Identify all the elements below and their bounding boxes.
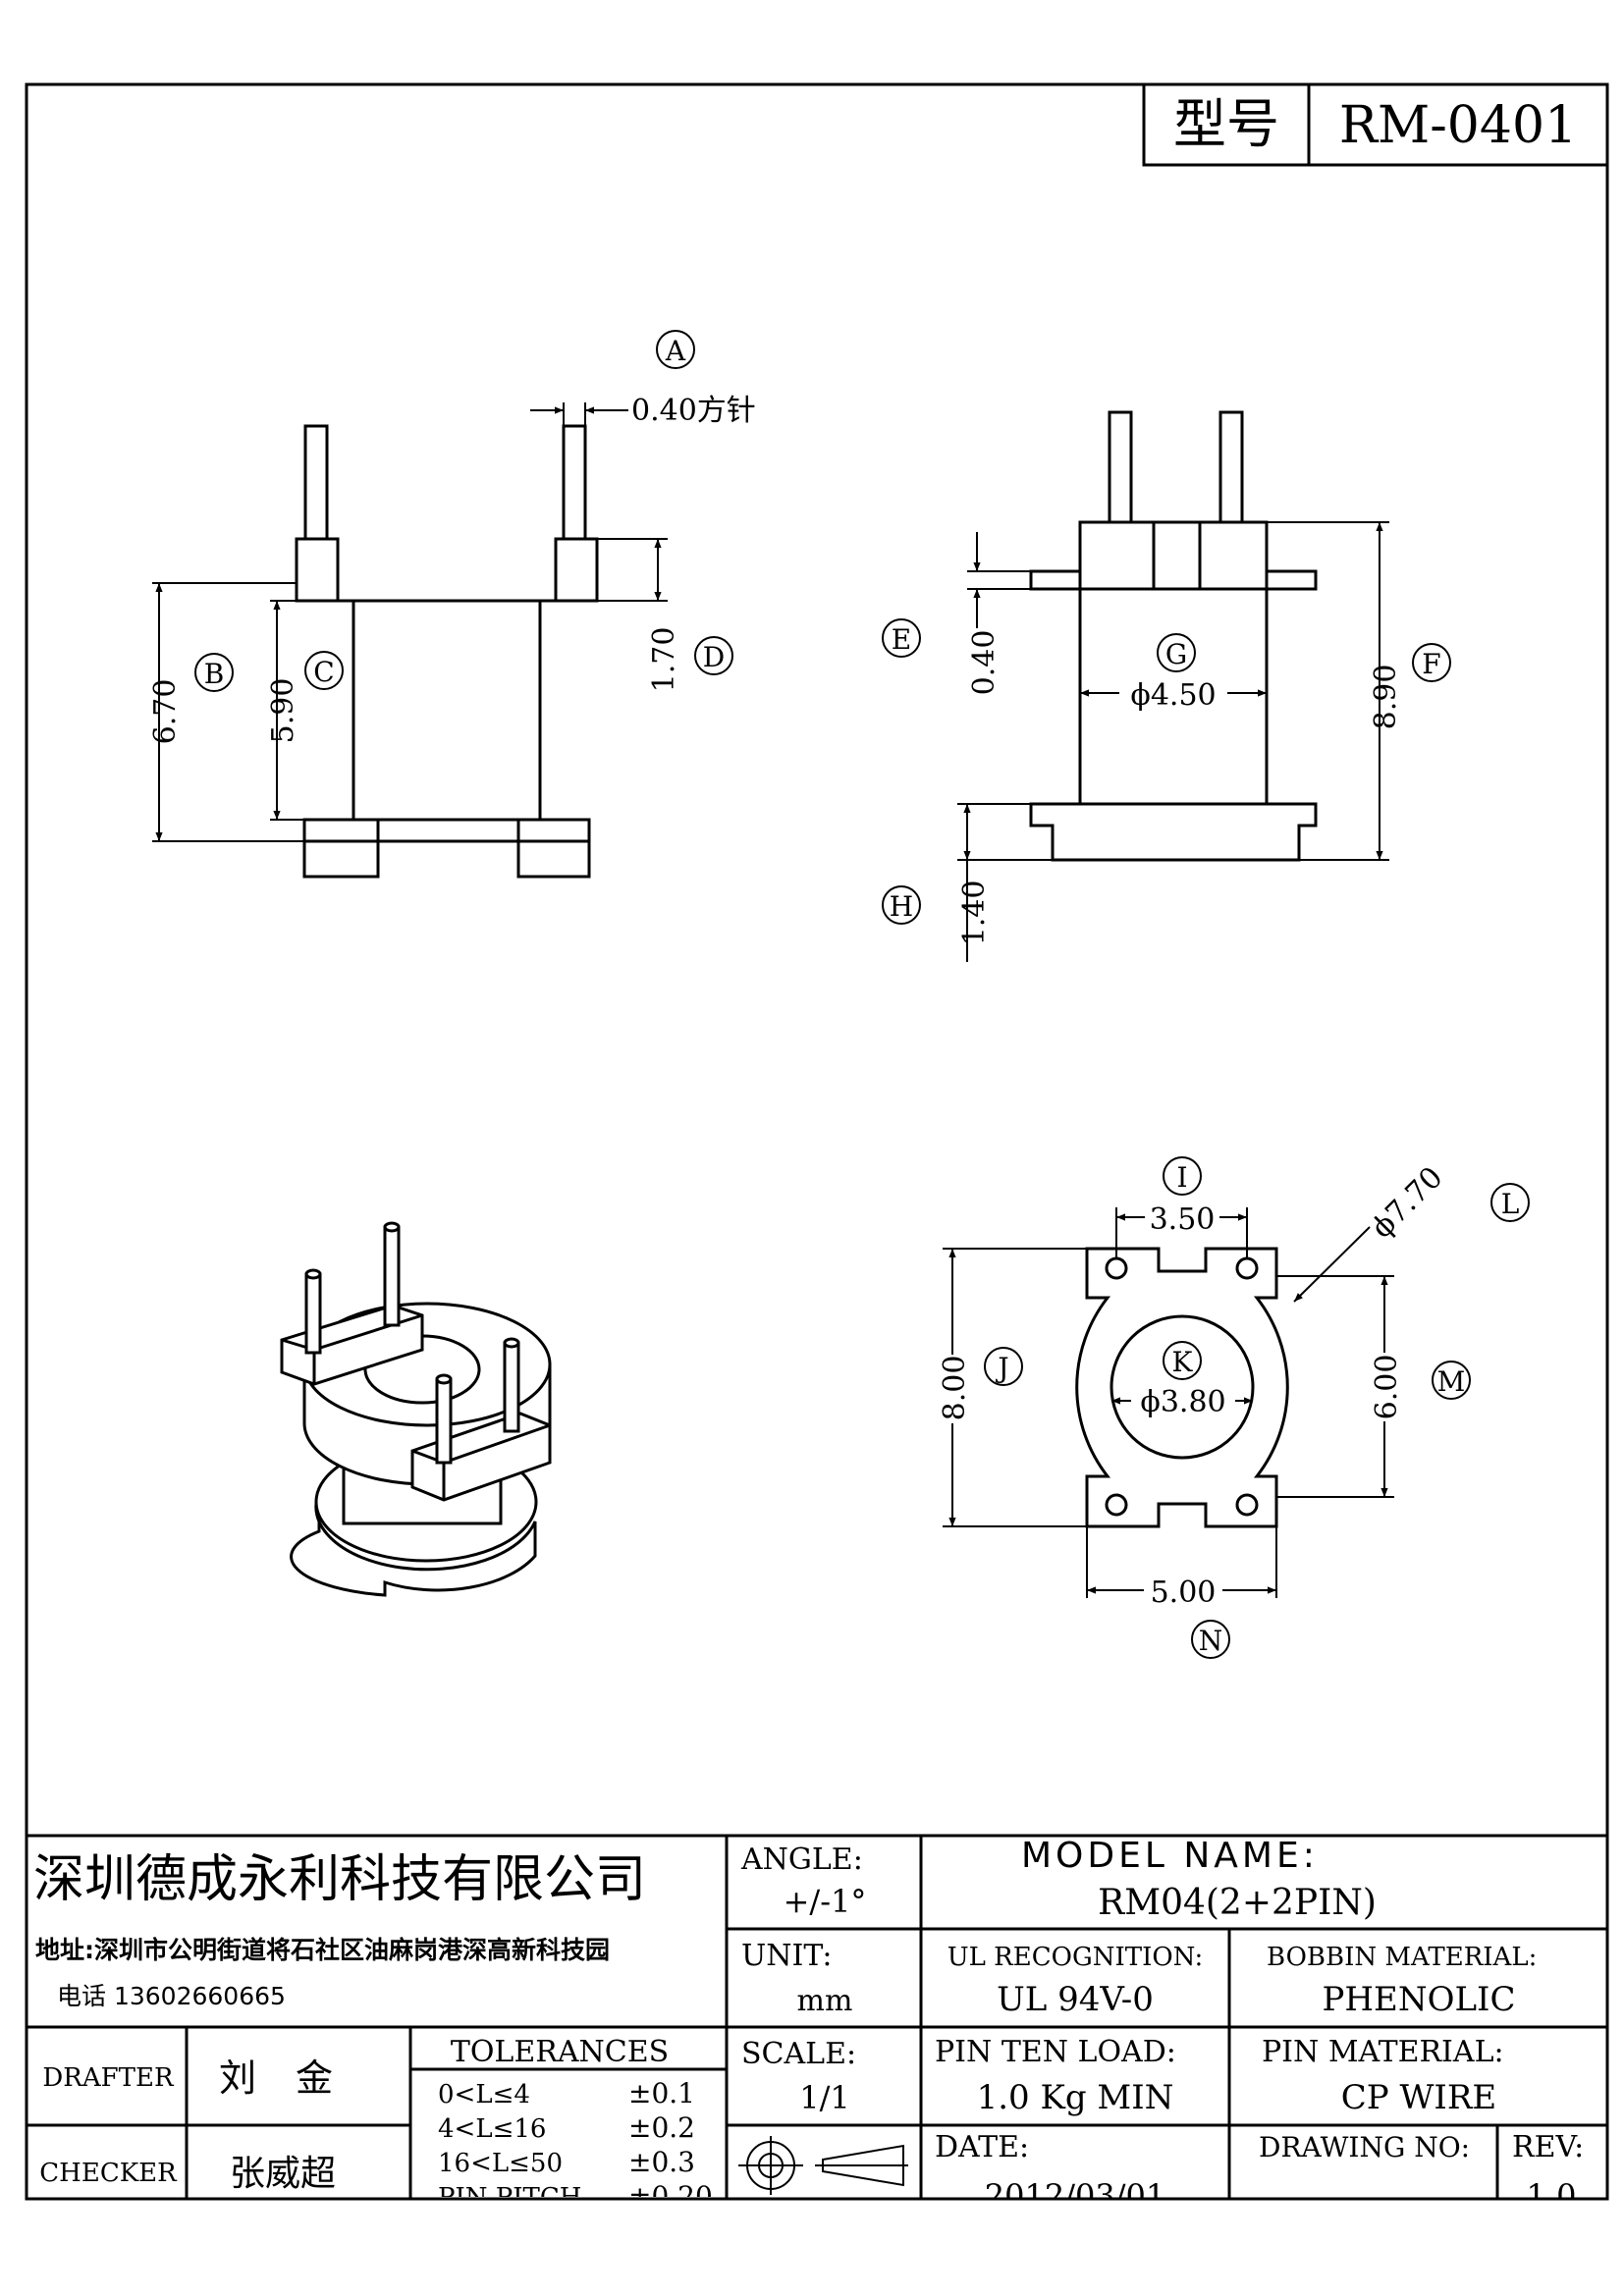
- callout-l: L: [1490, 1183, 1530, 1222]
- callout-h: H: [882, 885, 921, 925]
- ul-value: UL 94V-0: [997, 1980, 1154, 2019]
- model-box: 型号 RM-0401: [1142, 82, 1609, 167]
- svg-text:J: J: [995, 1352, 1008, 1384]
- dim-b-value: 6.70: [148, 679, 183, 745]
- svg-text:A: A: [665, 335, 686, 367]
- svg-text:H: H: [890, 890, 913, 923]
- svg-text:B: B: [204, 658, 225, 690]
- drafter-name: 刘 金: [219, 2056, 347, 2100]
- dim-m-value: 6.00: [1370, 1355, 1404, 1420]
- dim-l-value: ϕ7.70: [1365, 1160, 1449, 1245]
- bobbin-value: PHENOLIC: [1323, 1980, 1516, 2019]
- angle-value: +/-1°: [784, 1883, 867, 1920]
- dim-d-value: 1.70: [647, 627, 681, 693]
- ul-label: UL RECOGNITION:: [947, 1943, 1204, 1972]
- tolerance-value: ±0.2: [628, 2111, 695, 2144]
- callout-n: N: [1191, 1620, 1230, 1659]
- tolerances-label: TOLERANCES: [451, 2035, 669, 2069]
- svg-text:L: L: [1501, 1188, 1520, 1220]
- dim-j-value: 8.00: [938, 1356, 972, 1421]
- dim-n-value: 5.00: [1151, 1575, 1217, 1610]
- svg-text:F: F: [1422, 648, 1440, 680]
- checker-label: CHECKER: [39, 2159, 178, 2188]
- drawing-no-label: DRAWING NO:: [1259, 2131, 1470, 2163]
- dim-g-value: ϕ4.50: [1130, 678, 1216, 713]
- angle-label: ANGLE:: [740, 1842, 863, 1877]
- svg-text:M: M: [1437, 1365, 1466, 1398]
- callout-a: A: [656, 330, 695, 369]
- dim-h-value: 1.40: [957, 881, 992, 946]
- callout-f: F: [1412, 643, 1451, 682]
- dim-f-value: 8.90: [1369, 665, 1403, 730]
- checker-name: 张威超: [230, 2154, 336, 2194]
- callout-m: M: [1432, 1361, 1471, 1400]
- tolerance-range: 16<L≤50: [438, 2149, 563, 2178]
- svg-text:G: G: [1165, 638, 1187, 670]
- callout-k: K: [1163, 1341, 1202, 1380]
- title-block: 深圳德成永利科技有限公司 地址:深圳市公明街道将石社区油麻岗港深高新科技园 电话…: [27, 1834, 1607, 2215]
- svg-text:D: D: [703, 641, 725, 673]
- date-value: 2012/03/01: [985, 2177, 1165, 2215]
- tolerance-value: ±0.1: [628, 2077, 695, 2109]
- callout-e: E: [882, 618, 921, 658]
- svg-text:N: N: [1199, 1625, 1223, 1657]
- date-label: DATE:: [935, 2130, 1029, 2164]
- unit-value: mm: [797, 1984, 853, 2018]
- dim-c-value: 5.90: [266, 678, 300, 744]
- tolerance-range: 4<L≤16: [438, 2114, 546, 2144]
- svg-text:C: C: [313, 656, 334, 688]
- scale-value: 1/1: [799, 2079, 850, 2116]
- rev-value: 1.0: [1527, 2177, 1577, 2215]
- projection-symbol: [738, 2136, 908, 2195]
- company-address: 地址:深圳市公明街道将石社区油麻岗港深高新科技园: [35, 1936, 610, 1964]
- svg-text:E: E: [892, 623, 911, 656]
- svg-text:I: I: [1176, 1161, 1187, 1194]
- bottom-view: 3.50 ϕ7.70 8.00 ϕ3.80 6.00 5.00 I L J K …: [938, 1156, 1530, 1659]
- model-label: 型号: [1173, 93, 1279, 155]
- dim-k-value: ϕ3.80: [1140, 1385, 1225, 1419]
- callout-g: G: [1157, 633, 1196, 672]
- unit-label: UNIT:: [741, 1939, 832, 1973]
- dim-e-value: 0.40: [967, 630, 1001, 696]
- pin-material-value: CP WIRE: [1341, 2078, 1497, 2117]
- tolerance-value: ±0.3: [628, 2146, 695, 2178]
- pin-material-label: PIN MATERIAL:: [1262, 2035, 1504, 2069]
- company-phone: 电话 13602660665: [57, 1982, 286, 2010]
- callout-c: C: [304, 651, 344, 690]
- scale-label: SCALE:: [741, 2037, 856, 2071]
- bobbin-label: BOBBIN MATERIAL:: [1267, 1943, 1537, 1972]
- tolerance-range: 0<L≤4: [438, 2080, 530, 2109]
- pin-load-label: PIN TEN LOAD:: [935, 2035, 1176, 2069]
- callout-j: J: [984, 1347, 1023, 1386]
- pin-load-value: 1.0 Kg MIN: [977, 2078, 1174, 2117]
- tolerance-value: ±0.20: [628, 2180, 713, 2213]
- callout-i: I: [1163, 1156, 1202, 1196]
- svg-text:K: K: [1172, 1346, 1194, 1378]
- sheet-border: [25, 82, 1609, 2201]
- company-name: 深圳德成永利科技有限公司: [33, 1850, 646, 1909]
- dim-i-value: 3.50: [1150, 1202, 1216, 1237]
- rev-label: REV:: [1512, 2130, 1584, 2164]
- callout-d: D: [694, 636, 733, 675]
- drafter-label: DRAFTER: [42, 2063, 175, 2093]
- tolerance-range: PIN PITCH: [438, 2183, 581, 2213]
- isometric-view: [280, 1221, 552, 1597]
- callout-b: B: [194, 653, 234, 692]
- dim-pin-value: 0.40方针: [631, 394, 756, 428]
- front-view: 0.40 ϕ4.50 8.90 1.40 E G F H: [882, 410, 1451, 962]
- model-name-label: MODEL NAME:: [1021, 1836, 1319, 1876]
- model-number: RM-0401: [1339, 96, 1577, 155]
- side-view: 6.70 5.90 1.70 0.40方针 A B C D: [148, 330, 756, 879]
- model-name-value: RM04(2+2PIN): [1098, 1883, 1377, 1923]
